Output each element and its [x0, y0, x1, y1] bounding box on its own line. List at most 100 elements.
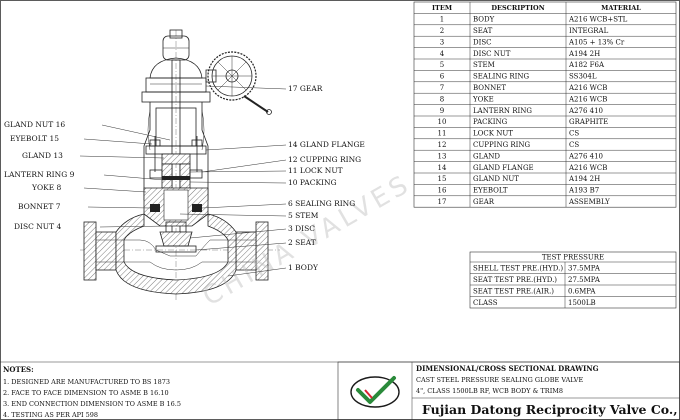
label-gland-flange: 14 GLAND FLANGE	[288, 140, 365, 149]
test-pressure-table: TEST PRESSURE SHELL TEST PRE.(HYD.) 37.5…	[469, 251, 677, 309]
parts-description: BONNET	[473, 84, 506, 92]
parts-material: A216 WCB	[568, 84, 607, 92]
parts-material: GRAPHITE	[569, 118, 608, 126]
tp-label-shell: SHELL TEST PRE.(HYD.)	[473, 265, 563, 273]
parts-description: GLAND	[473, 152, 500, 160]
tp-value-class: 1500LB	[568, 299, 596, 307]
label-bonnet: BONNET 7	[18, 202, 61, 211]
parts-description: STEM	[473, 61, 495, 69]
parts-item-number: 13	[438, 152, 447, 160]
company-name: Fujian Datong Reciprocity Valve Co., Ltd	[422, 402, 680, 417]
parts-description: GEAR	[473, 198, 495, 206]
company-logo-icon	[350, 376, 400, 408]
parts-description: BODY	[473, 16, 495, 24]
parts-material: A193 B7	[568, 187, 599, 195]
parts-material: ASSEMBLY	[568, 198, 610, 206]
parts-material: SS304L	[569, 73, 597, 81]
parts-description: LOCK NUT	[473, 130, 513, 138]
parts-description: GLAND NUT	[473, 175, 519, 183]
title-block: DIMENSIONAL/CROSS SECTIONAL DRAWING CAST…	[337, 361, 680, 420]
parts-item-number: 11	[438, 130, 447, 138]
label-gland: GLAND 13	[22, 151, 63, 160]
parts-header-description: DESCRIPTION	[491, 4, 544, 12]
parts-material: CS	[569, 130, 579, 138]
label-seat: 2 SEAT	[288, 238, 316, 247]
parts-material: A194 2H	[568, 175, 600, 183]
parts-description: GLAND FLANGE	[473, 164, 534, 172]
parts-material: A276 410	[568, 107, 603, 115]
tp-value-seat-air: 0.6MPA	[568, 288, 596, 296]
label-lock-nut: 11 LOCK NUT	[288, 166, 343, 175]
parts-item-number: 16	[438, 187, 447, 195]
parts-table: ITEM DESCRIPTION MATERIAL 1 BODY A216 WCB+STL…	[413, 1, 677, 208]
parts-item-number: 3	[440, 38, 444, 46]
parts-description: SEALING RING	[473, 73, 529, 81]
gear-handwheel	[205, 51, 272, 115]
parts-item-number: 2	[440, 27, 444, 35]
label-eyebolt: EYEBOLT 15	[10, 134, 59, 143]
label-lantern-ring: LANTERN RING 9	[4, 170, 75, 179]
parts-item-number: 14	[438, 164, 447, 172]
parts-material: A216 WCB+STL	[568, 16, 628, 24]
parts-description: YOKE	[472, 95, 494, 103]
labels-left: GLAND NUT 16 EYEBOLT 15 GLAND 13 LANTERN…	[4, 120, 75, 231]
parts-material: CS	[569, 141, 579, 149]
parts-description: LANTERN RING	[473, 107, 532, 115]
notes-title: NOTES:	[3, 365, 34, 374]
parts-item-number: 15	[438, 175, 447, 183]
parts-header-item: ITEM	[432, 4, 452, 12]
label-gear: 17 GEAR	[288, 84, 323, 93]
parts-description: EYEBOLT	[473, 187, 508, 195]
label-disc-nut: DISC NUT 4	[14, 222, 62, 231]
parts-item-number: 17	[438, 198, 447, 206]
tp-value-seat-hyd: 27.5MPA	[568, 276, 601, 284]
parts-header-material: MATERIAL	[601, 4, 641, 12]
tp-value-shell: 37.5MPA	[568, 265, 601, 273]
tp-label-class: CLASS	[473, 299, 498, 307]
note-2: 2. FACE TO FACE DIMENSION TO ASME B 16.1…	[3, 389, 169, 397]
tp-label-seat-air: SEAT TEST PRE.(AIR.)	[473, 288, 554, 296]
note-3: 3. END CONNECTION DIMENSION TO ASME B 16…	[3, 400, 181, 408]
label-cupping-ring: 12 CUPPING RING	[288, 155, 361, 164]
parts-description: DISC NUT	[473, 50, 511, 58]
parts-item-number: 6	[440, 73, 445, 81]
parts-material: A276 410	[568, 152, 603, 160]
label-yoke: YOKE 8	[31, 183, 62, 192]
label-disc: 3 DISC	[288, 224, 315, 233]
tp-label-seat-hyd: SEAT TEST PRE.(HYD.)	[473, 276, 557, 284]
parts-item-number: 4	[440, 50, 445, 58]
parts-material: A182 F6A	[568, 61, 605, 69]
valve-body	[83, 213, 269, 295]
parts-description: CUPPING RING	[473, 141, 531, 149]
note-4: 4. TESTING AS PER API 598	[3, 411, 98, 419]
parts-item-number: 10	[438, 118, 447, 126]
drawing-title-line2: 4", CLASS 1500LB RF, WCB BODY & TRIM8	[416, 387, 563, 395]
label-sealing-ring: 6 SEALING RING	[288, 199, 355, 208]
drawing-title-line1: CAST STEEL PRESSURE SEALING GLOBE VALVE	[416, 376, 584, 384]
parts-material: A194 2H	[568, 50, 600, 58]
note-1: 1. DESIGNED ARE MANUFACTURED TO BS 1873	[3, 378, 170, 386]
parts-item-number: 1	[440, 16, 444, 24]
parts-item-number: 9	[440, 107, 444, 115]
parts-material: A105 + 13% Cr	[568, 38, 625, 46]
parts-description: DISC	[473, 38, 492, 46]
parts-material: A216 WCB	[568, 95, 607, 103]
label-body: 1 BODY	[288, 263, 319, 272]
parts-material: INTEGRAL	[569, 27, 609, 35]
parts-item-number: 8	[440, 95, 444, 103]
label-packing: 10 PACKING	[288, 178, 337, 187]
parts-item-number: 7	[440, 84, 444, 92]
parts-description: PACKING	[473, 118, 508, 126]
valve-cross-section	[80, 29, 280, 300]
parts-item-number: 5	[440, 61, 444, 69]
test-pressure-title: TEST PRESSURE	[542, 254, 604, 262]
parts-material: A216 WCB	[568, 164, 607, 172]
parts-description: SEAT	[473, 27, 493, 35]
labels-right: 17 GEAR 14 GLAND FLANGE 12 CUPPING RING …	[288, 84, 365, 272]
leader-lines	[79, 85, 287, 277]
label-gland-nut: GLAND NUT 16	[4, 120, 65, 129]
parts-item-number: 12	[438, 141, 447, 149]
label-stem: 5 STEM	[288, 211, 319, 220]
drawing-heading: DIMENSIONAL/CROSS SECTIONAL DRAWING	[416, 364, 599, 373]
